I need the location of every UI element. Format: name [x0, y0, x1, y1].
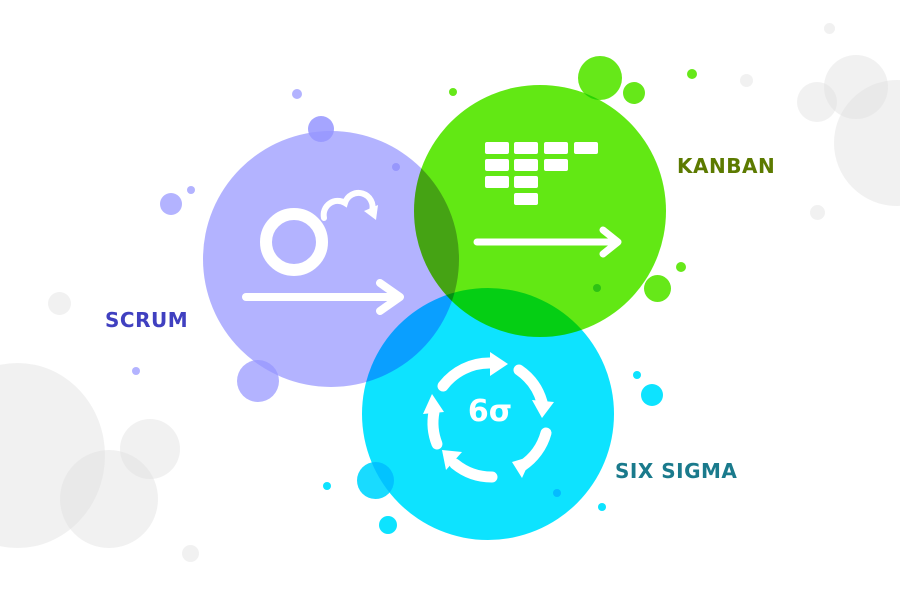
scrum-dot — [187, 186, 195, 194]
kanban-dot — [593, 284, 601, 292]
kanban-dot — [687, 69, 697, 79]
sigma-dot — [323, 482, 331, 490]
bg-circle — [810, 205, 825, 220]
sigma-dot — [633, 371, 641, 379]
bg-circle — [182, 545, 199, 562]
scrum-label: SCRUM — [105, 308, 189, 332]
scrum-dot — [292, 89, 302, 99]
bg-circle — [60, 450, 158, 548]
bg-circle — [797, 82, 837, 122]
six-sigma-symbol: 6σ — [467, 394, 513, 429]
kanban-dot — [623, 82, 645, 104]
kanban-board-icon — [473, 142, 622, 258]
six-sigma-circle — [362, 288, 614, 540]
loop-arrow-icon — [242, 189, 404, 315]
bg-circle — [120, 419, 180, 479]
kanban-label: KANBAN — [677, 154, 776, 178]
sigma-dot — [379, 516, 397, 534]
kanban-dot — [449, 88, 457, 96]
cycle-arrows-icon — [423, 352, 554, 483]
bg-circle — [824, 23, 835, 34]
scrum-dot — [160, 193, 182, 215]
kanban-dot — [676, 262, 686, 272]
scrum-dot — [132, 367, 140, 375]
bg-circle — [824, 55, 888, 119]
sigma-dot — [553, 489, 561, 497]
bg-circle — [740, 74, 753, 87]
sigma-dot — [641, 384, 663, 406]
kanban-dot — [644, 275, 671, 302]
six-sigma-label: SIX SIGMA — [615, 459, 738, 483]
sigma-dot — [598, 503, 606, 511]
bg-circle — [48, 292, 71, 315]
